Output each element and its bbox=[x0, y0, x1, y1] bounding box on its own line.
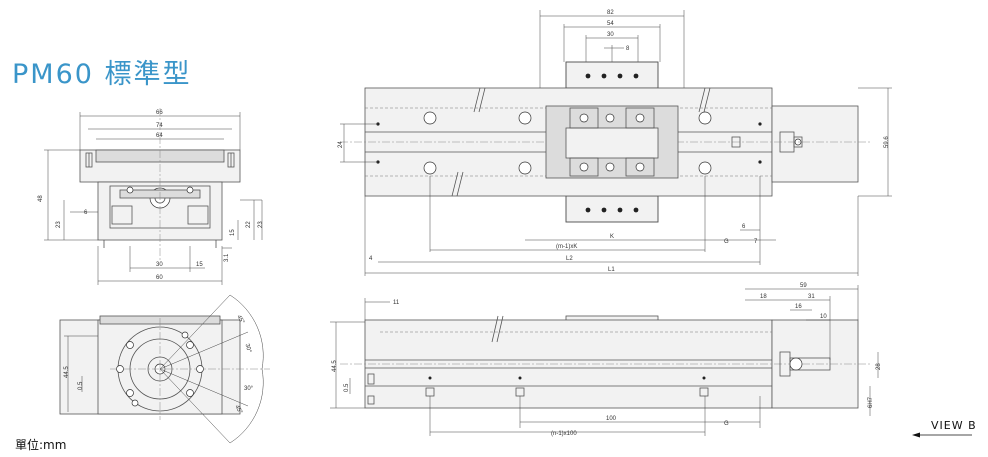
top-dim-7: 7 bbox=[754, 239, 758, 245]
side-dim-11: 11 bbox=[393, 300, 400, 306]
side-dim-6H7: 6H7 bbox=[868, 396, 874, 408]
end-dim-44-5: 44.5 bbox=[64, 366, 70, 378]
end-angle-45-bottom: 45° bbox=[233, 404, 243, 415]
top-dim-L2: L2 bbox=[566, 256, 573, 262]
top-dim-59-6: 59.6 bbox=[884, 136, 890, 148]
side-dim-16: 16 bbox=[795, 304, 802, 310]
front-dim-22: 22 bbox=[246, 221, 252, 228]
front-dim-74: 74 bbox=[156, 123, 163, 129]
front-dim-66: 66 bbox=[156, 110, 163, 116]
side-dim-31: 31 bbox=[808, 294, 815, 300]
front-dim-15-bottom: 15 bbox=[196, 262, 203, 268]
front-dim-23-right: 23 bbox=[258, 221, 264, 228]
side-dim-18: 18 bbox=[760, 294, 767, 300]
page-title: PM60 標準型 bbox=[12, 59, 192, 90]
side-dim-n-1-100: (n-1)x100 bbox=[551, 431, 577, 437]
end-dim-0-5: 0.5 bbox=[78, 381, 84, 390]
end-angle-45-top: 45° bbox=[235, 314, 245, 325]
view-b-arrow-icon bbox=[912, 432, 972, 438]
side-dim-100: 100 bbox=[606, 416, 617, 422]
front-dim-30: 30 bbox=[156, 262, 163, 268]
side-dim-59: 59 bbox=[800, 283, 807, 289]
top-dim-54: 54 bbox=[607, 21, 614, 27]
top-dim-L1: L1 bbox=[608, 267, 615, 273]
view-b-label: VIEW B bbox=[931, 419, 977, 432]
top-dim-m-1-K: (m-1)xK bbox=[556, 244, 577, 250]
front-dim-23-left: 23 bbox=[56, 221, 62, 228]
top-dim-G: G bbox=[724, 239, 729, 245]
end-view: 45° 30° 30° 45° 44.5 0.5 bbox=[59, 294, 270, 444]
top-dim-30: 30 bbox=[607, 32, 614, 38]
top-dim-4: 4 bbox=[369, 256, 373, 262]
unit-label: 單位:mm bbox=[15, 438, 67, 452]
front-dim-64: 64 bbox=[156, 133, 163, 139]
side-dim-10: 10 bbox=[820, 314, 827, 320]
side-dim-G: G bbox=[724, 421, 729, 427]
front-view: 66 74 64 48 23 6 22 23 bbox=[38, 108, 264, 285]
front-dim-15: 15 bbox=[230, 229, 236, 236]
side-dim-0-5: 0.5 bbox=[344, 383, 350, 392]
front-dim-6: 6 bbox=[84, 210, 88, 216]
top-dim-82: 82 bbox=[607, 10, 614, 16]
top-dim-K: K bbox=[610, 234, 614, 240]
side-dim-44-5: 44.5 bbox=[332, 360, 338, 372]
front-dim-3-1: 3.1 bbox=[224, 253, 230, 262]
end-angle-30-bottom: 30° bbox=[244, 386, 254, 392]
top-view: 82 54 30 8 bbox=[338, 10, 892, 276]
top-dim-24: 24 bbox=[338, 141, 344, 148]
top-dim-6: 6 bbox=[742, 224, 746, 230]
front-dim-60: 60 bbox=[156, 275, 163, 281]
side-view: 11 44.5 0.5 bbox=[330, 283, 882, 437]
top-dim-8: 8 bbox=[626, 46, 630, 52]
front-dim-48: 48 bbox=[38, 195, 44, 202]
side-dim-28: 28 bbox=[876, 363, 882, 370]
end-angle-30-top: 30° bbox=[244, 343, 252, 354]
